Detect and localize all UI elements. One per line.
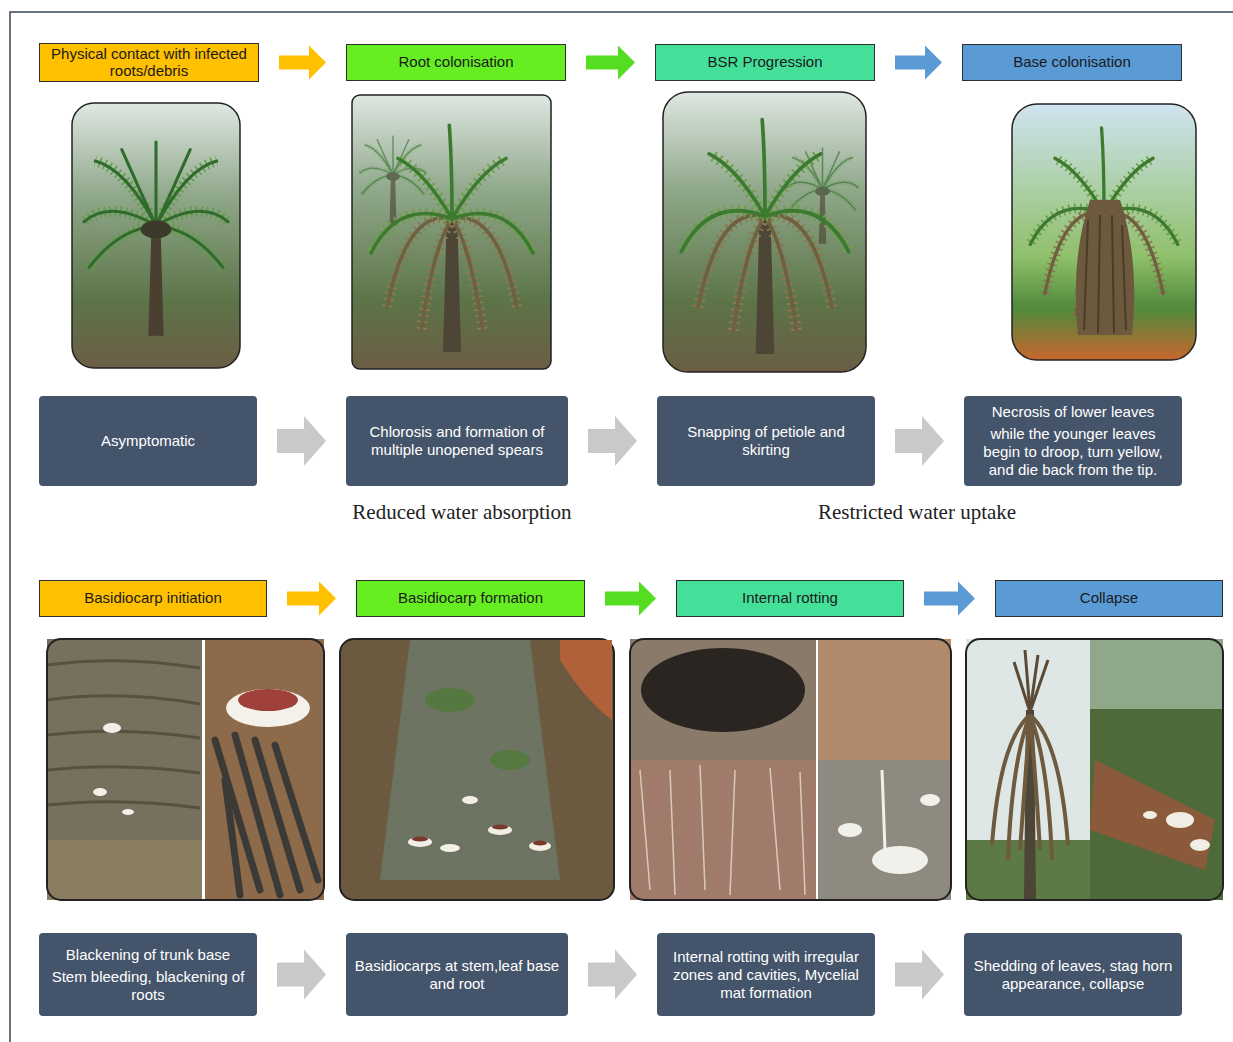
symptom-text: Shedding of leaves, stag horn appearance… [972,957,1174,993]
progress-arrow [895,950,944,1000]
symptom-box: Chlorosis and formation of multiple unop… [346,396,568,486]
arrow-shape [277,416,326,466]
stage-title: Physical contact with infected roots/deb… [46,46,252,80]
photo-internal-cavity [630,639,816,900]
stage-arrow [279,46,326,80]
arrow-shape [924,582,975,616]
symptom-box: Necrosis of lower leaves while the younge… [964,396,1182,486]
symptom-box: Blackening of trunk baseStem bleeding, b… [39,933,257,1016]
photo-asymptomatic-palm [72,103,240,368]
progress-arrow [277,416,326,466]
photo-base-colonised-palm [1012,104,1196,360]
stage-header: Root colonisation [346,44,566,81]
progress-arrow [588,950,637,1000]
stage-title: Collapse [1080,590,1138,607]
symptom-text: Basidiocarps at stem,leaf base and root [354,957,560,993]
stage-header: Internal rotting [676,580,904,617]
stage-arrow [924,582,975,616]
stage-title: Root colonisation [398,54,513,71]
progress-arrow [895,416,944,466]
stage-title: BSR Progression [707,54,822,71]
symptom-text: Asymptomatic [101,432,195,450]
symptom-box: Basidiocarps at stem,leaf base and root [346,933,568,1016]
arrow-shape [586,46,635,80]
arrow-shape [895,950,944,1000]
stage-header: BSR Progression [655,44,875,81]
photo-skirting-palm [663,92,866,372]
progress-arrow [277,950,326,1000]
photo-frame [630,639,951,900]
arrow-shape [287,582,336,616]
photo-chlorotic-palm [352,95,551,369]
symptom-box: Shedding of leaves, stag horn appearance… [964,933,1182,1016]
annotation-label: Restricted water uptake [757,500,1077,525]
stage-arrow [895,46,942,80]
stage-header: Base colonisation [962,44,1182,81]
photo-frame [966,639,1223,900]
stage-header: Physical contact with infected roots/deb… [39,43,259,83]
photo-frame [47,639,324,900]
photo-fallen-trunk [1090,639,1223,900]
arrow-shape [588,416,637,466]
symptom-text: Snapping of petiole and skirting [665,423,867,459]
symptom-text: Internal rotting with irregular zones an… [665,948,867,1002]
stage-title: Basidiocarp formation [398,590,543,607]
arrow-shape [279,46,326,80]
photo-stag-horn-palm [966,639,1090,900]
arrow-shape [895,416,944,466]
photo-basidiocarps-at-base [340,639,614,900]
stage-header: Basidiocarp initiation [39,580,267,617]
progress-arrow [588,416,637,466]
stage-header: Basidiocarp formation [356,580,585,617]
stage-title: Internal rotting [742,590,838,607]
symptom-text: Stem bleeding, blackening of roots [47,968,249,1004]
arrow-shape [605,582,656,616]
symptom-text: Necrosis of lower leaves [992,403,1155,421]
symptom-box: Asymptomatic [39,396,257,486]
stage-arrow [287,582,336,616]
stage-arrow [586,46,635,80]
frame-line [10,12,1233,1042]
symptom-text: Chlorosis and formation of multiple unop… [354,423,560,459]
photo-trunk-base [47,639,202,900]
symptom-text: Blackening of trunk base [66,946,230,964]
photo-mycelial-mat [818,639,951,900]
annotation-label: Reduced water absorption [302,500,622,525]
arrow-shape [588,950,637,1000]
symptom-text: while the younger leaves begin to droop,… [972,425,1174,479]
symptom-box: Snapping of petiole and skirting [657,396,875,486]
symptom-box: Internal rotting with irregular zones an… [657,933,875,1016]
stage-title: Basidiocarp initiation [84,590,222,607]
stage-title: Base colonisation [1013,54,1131,71]
stage-arrow [605,582,656,616]
arrow-shape [277,950,326,1000]
stage-header: Collapse [995,580,1223,617]
photo-bracket-on-roots [205,639,324,900]
arrow-shape [895,46,942,80]
